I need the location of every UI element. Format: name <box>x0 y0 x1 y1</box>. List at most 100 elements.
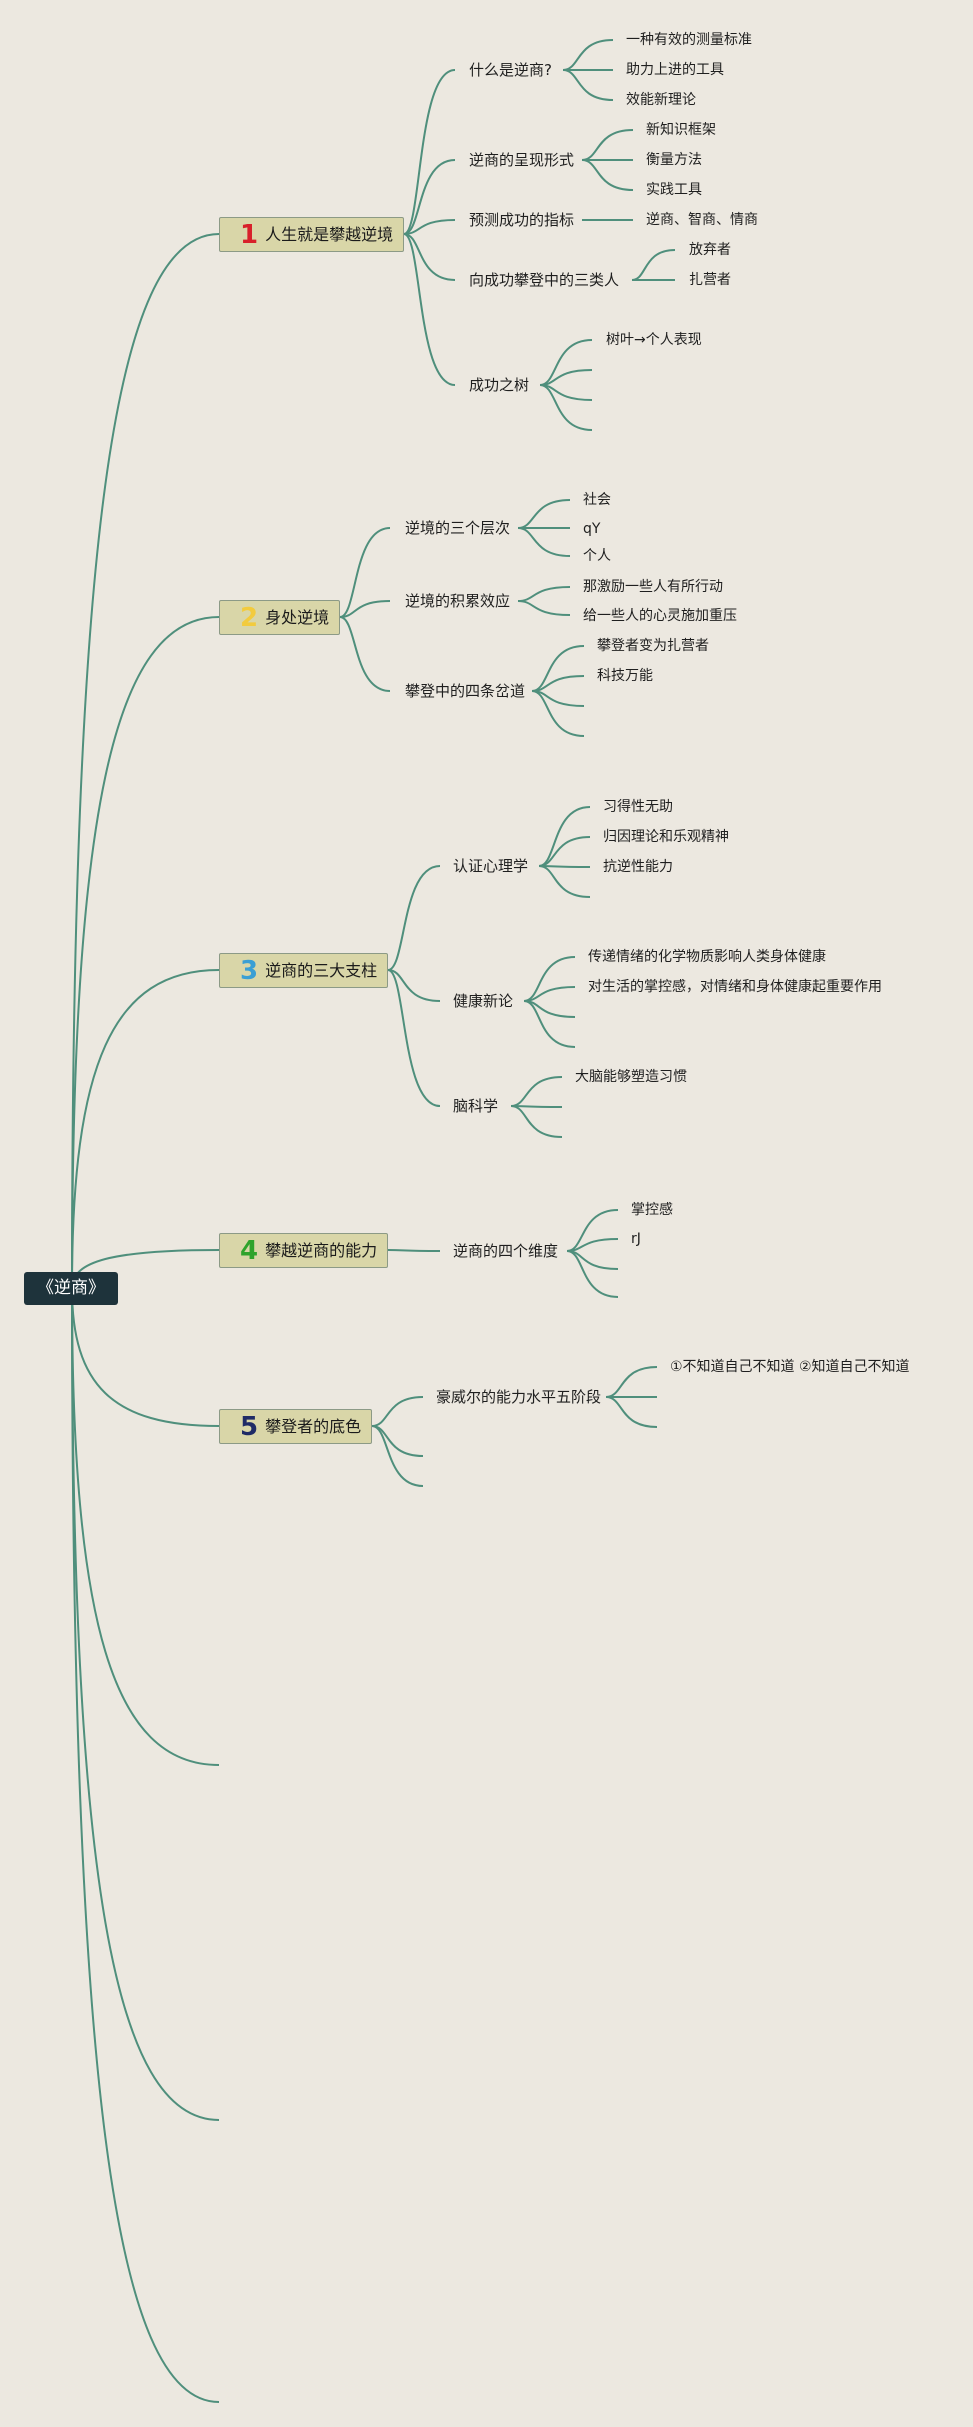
edge-s41-leaf-1 <box>566 1209 619 1252</box>
edge-s31-leaf-3 <box>538 865 591 868</box>
edge-t5-sub-3 <box>371 1425 424 1487</box>
edge-t1-sub-2 <box>403 159 456 235</box>
subtopic-2-1[interactable]: 逆境的三个层次 <box>405 519 511 537</box>
topic-3-label: 逆商的三大支柱 <box>265 960 378 980</box>
edge-t2-sub-1 <box>339 527 391 618</box>
edge-t5-sub-1 <box>371 1396 424 1427</box>
edge-s15-leaf-1 <box>539 339 593 386</box>
edge-s15-leaf-4 <box>539 384 593 431</box>
leaf-3-2-2[interactable]: 对生活的掌控感，对情绪和身体健康起重要作用 <box>588 979 882 995</box>
leaf-1-4-2[interactable]: 扎营者 <box>689 272 731 288</box>
topic-2-node[interactable]: 2 身处逆境 <box>219 600 340 635</box>
edge-t3-sub-3 <box>387 969 441 1107</box>
leaf-3-1-1[interactable]: 习得性无助 <box>603 799 673 815</box>
edge-s41-leaf-2 <box>566 1238 619 1252</box>
leaf-3-2-1[interactable]: 传递情绪的化学物质影响人类身体健康 <box>588 949 826 965</box>
leaf-3-1-3[interactable]: 抗逆性能力 <box>603 859 673 875</box>
edge-t1-sub-1 <box>403 69 456 235</box>
leaf-2-3-2[interactable]: 科技万能 <box>597 668 653 684</box>
leaf-1-2-1[interactable]: 新知识框架 <box>646 122 716 138</box>
subtopic-2-3[interactable]: 攀登中的四条岔道 <box>405 682 526 700</box>
subtopic-1-4[interactable]: 向成功攀登中的三类人 <box>469 271 620 289</box>
edge-s31-leaf-1 <box>538 806 591 867</box>
leaf-2-1-1[interactable]: 社会 <box>583 492 611 508</box>
edge-s23-leaf-2 <box>531 675 585 692</box>
edge-s41-leaf-4 <box>566 1250 619 1298</box>
edge-s14-leaf-1 <box>631 249 676 281</box>
subtopic-1-2[interactable]: 逆商的呈现形式 <box>469 151 575 169</box>
edge-t1-sub-3 <box>403 219 456 235</box>
topic-2-label: 身处逆境 <box>265 607 330 627</box>
edge-s33-leaf-3 <box>510 1105 563 1138</box>
edge-root-topic-8 <box>71 1287 220 2403</box>
leaf-3-3-1[interactable]: 大脑能够塑造习惯 <box>575 1069 687 1085</box>
edge-t3-sub-2 <box>387 969 441 1002</box>
subtopic-3-2[interactable]: 健康新论 <box>453 992 514 1010</box>
leaf-2-1-3[interactable]: 个人 <box>583 548 611 564</box>
leaf-2-2-1[interactable]: 那激励一些人有所行动 <box>583 579 723 595</box>
edge-s12-leaf-3 <box>581 159 634 191</box>
leaf-4-1-1[interactable]: 掌控感 <box>631 1202 673 1218</box>
edge-s33-leaf-2 <box>510 1105 563 1108</box>
edge-s23-leaf-1 <box>531 645 585 692</box>
topic-3-number: 3 <box>240 955 259 986</box>
topic-1-number: 1 <box>240 219 259 250</box>
leaf-1-1-1[interactable]: 一种有效的测量标准 <box>626 32 752 48</box>
subtopic-2-2[interactable]: 逆境的积累效应 <box>405 592 511 610</box>
edge-s51-leaf-3 <box>605 1396 658 1428</box>
edge-s22-leaf-1 <box>517 586 571 602</box>
edge-root-topic-7 <box>71 1287 220 2121</box>
leaf-2-1-2[interactable]: qY <box>583 521 601 537</box>
edge-s32-leaf-2 <box>523 986 576 1002</box>
subtopic-4-1[interactable]: 逆商的四个维度 <box>453 1242 559 1260</box>
edge-root-topic-5 <box>71 1287 220 1427</box>
leaf-1-2-3[interactable]: 实践工具 <box>646 182 702 198</box>
topic-4-number: 4 <box>240 1235 259 1266</box>
leaf-1-1-2[interactable]: 助力上进的工具 <box>626 62 724 78</box>
topic-3-node[interactable]: 3 逆商的三大支柱 <box>219 953 388 988</box>
topic-1-node[interactable]: 1 人生就是攀越逆境 <box>219 217 404 252</box>
subtopic-1-5[interactable]: 成功之树 <box>469 376 530 394</box>
leaf-4-1-2[interactable]: rJ <box>631 1231 641 1247</box>
edge-s15-leaf-2 <box>539 369 593 386</box>
edge-s11-leaf-1 <box>562 39 614 71</box>
topic-5-number: 5 <box>240 1411 259 1442</box>
edge-s15-leaf-3 <box>539 384 593 401</box>
edge-t4-sub-1 <box>387 1249 441 1252</box>
edge-s23-leaf-4 <box>531 690 585 737</box>
edge-s51-leaf-1 <box>605 1366 658 1398</box>
leaf-1-1-3[interactable]: 效能新理论 <box>626 92 696 108</box>
leaf-1-2-2[interactable]: 衡量方法 <box>646 152 702 168</box>
subtopic-5-1[interactable]: 豪威尔的能力水平五阶段 <box>436 1388 602 1406</box>
edge-s21-leaf-1 <box>517 499 571 529</box>
edge-s31-leaf-4 <box>538 865 591 898</box>
edge-s32-leaf-4 <box>523 1000 576 1048</box>
topic-4-node[interactable]: 4 攀越逆商的能力 <box>219 1233 388 1268</box>
edge-t1-sub-5 <box>403 233 456 386</box>
leaf-1-4-1[interactable]: 放弃者 <box>689 242 731 258</box>
topic-5-node[interactable]: 5 攀登者的底色 <box>219 1409 372 1444</box>
leaf-3-1-2[interactable]: 归因理论和乐观精神 <box>603 829 729 845</box>
topic-1-label: 人生就是攀越逆境 <box>265 224 394 244</box>
leaf-2-2-2[interactable]: 给一些人的心灵施加重压 <box>583 608 737 624</box>
edge-s21-leaf-3 <box>517 527 571 557</box>
leaf-1-5-1[interactable]: 树叶→个人表现 <box>606 332 702 348</box>
leaf-5-1-1[interactable]: ①不知道自己不知道 ②知道自己不知道 <box>670 1359 910 1375</box>
subtopic-1-1[interactable]: 什么是逆商? <box>469 61 552 79</box>
leaf-1-3-1[interactable]: 逆商、智商、情商 <box>646 212 758 228</box>
edge-t2-sub-3 <box>339 616 391 692</box>
subtopic-3-1[interactable]: 认证心理学 <box>453 857 529 875</box>
root-node[interactable]: 《逆商》 <box>24 1272 118 1305</box>
edge-s12-leaf-1 <box>581 129 634 161</box>
leaf-2-3-1[interactable]: 攀登者变为扎营者 <box>597 638 709 654</box>
edge-root-topic-2 <box>71 616 220 1289</box>
edge-t3-sub-1 <box>387 865 441 971</box>
topic-4-label: 攀越逆商的能力 <box>265 1240 378 1260</box>
subtopic-1-3[interactable]: 预测成功的指标 <box>469 211 575 229</box>
edge-root-topic-1 <box>71 233 220 1289</box>
edge-root-topic-6 <box>71 1287 220 1766</box>
edge-t2-sub-2 <box>339 600 391 618</box>
subtopic-3-3[interactable]: 脑科学 <box>453 1097 499 1115</box>
